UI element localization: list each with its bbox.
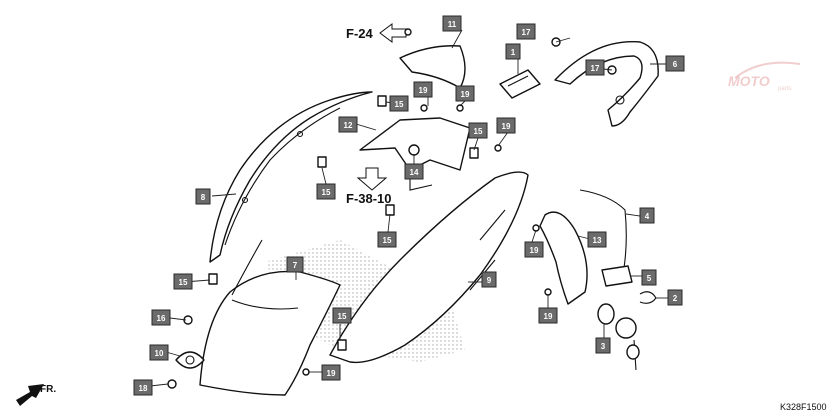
callout-part-1: 1	[505, 43, 521, 60]
part-6-grab-rail	[554, 40, 659, 127]
callout-part-15f: 15	[332, 307, 352, 324]
svg-text:15: 15	[474, 127, 483, 136]
part-2-spring	[639, 291, 657, 304]
callouts: 11 17 6 1 17 19 15 19 12 15 19 14 15 8 4…	[133, 15, 685, 396]
callout-part-3: 3	[595, 337, 611, 354]
ref-f24-label: F-24	[346, 26, 374, 41]
diagram-code: K328F1500	[780, 402, 827, 412]
callout-part-19c: 19	[496, 117, 516, 134]
part-12-center-panel	[359, 117, 471, 191]
part-9-right-cover	[329, 171, 529, 364]
svg-text:4: 4	[645, 212, 650, 221]
part-3-lock-cylinder	[597, 303, 640, 371]
callout-part-15b: 15	[468, 122, 488, 139]
svg-text:19: 19	[530, 246, 539, 255]
svg-text:19: 19	[461, 90, 470, 99]
callout-part-7: 7	[286, 256, 304, 273]
svg-text:10: 10	[155, 349, 164, 358]
svg-text:19: 19	[419, 86, 428, 95]
callout-part-12: 12	[338, 116, 358, 133]
watermark-brand: MOTO	[728, 73, 770, 89]
part-5-clip	[601, 265, 633, 287]
callout-part-19f: 19	[321, 364, 341, 381]
part-4-cable	[579, 189, 627, 269]
svg-text:15: 15	[383, 236, 392, 245]
callout-part-14: 14	[404, 163, 424, 180]
callout-part-15c: 15	[316, 183, 336, 200]
svg-text:8: 8	[201, 193, 206, 202]
callout-part-5: 5	[641, 269, 657, 286]
callout-part-4: 4	[639, 207, 655, 224]
svg-text:7: 7	[293, 261, 298, 270]
callout-part-17: 17	[516, 23, 536, 40]
callout-part-13: 13	[587, 231, 607, 248]
svg-text:12: 12	[344, 121, 353, 130]
callout-part-18: 18	[133, 379, 153, 396]
ref-f3810: F-38-10	[346, 167, 392, 206]
svg-text:5: 5	[647, 274, 652, 283]
svg-text:17: 17	[591, 64, 600, 73]
callout-part-9: 9	[481, 271, 497, 288]
svg-text:14: 14	[410, 168, 419, 177]
callout-part-19e: 19	[538, 307, 558, 324]
svg-text:15: 15	[395, 100, 404, 109]
callout-part-10: 10	[149, 344, 169, 361]
callout-part-19b: 19	[455, 85, 475, 102]
part-10-grommet	[175, 351, 205, 369]
part-13-bracket	[539, 211, 588, 305]
svg-text:3: 3	[601, 342, 606, 351]
svg-text:15: 15	[338, 312, 347, 321]
svg-text:15: 15	[322, 188, 331, 197]
fasteners	[167, 28, 617, 389]
part-8-side-cover	[209, 91, 373, 263]
callout-part-19d: 19	[524, 241, 544, 258]
callout-part-16: 16	[151, 309, 171, 326]
svg-text:6: 6	[673, 60, 678, 69]
part-7-front-cover	[199, 239, 341, 396]
part-11-top-cover	[399, 45, 466, 89]
callout-part-17b: 17	[585, 59, 605, 76]
callout-part-15e: 15	[173, 273, 193, 290]
callout-part-8: 8	[195, 188, 211, 205]
svg-text:15: 15	[179, 278, 188, 287]
svg-text:19: 19	[544, 312, 553, 321]
callout-part-15d: 15	[377, 231, 397, 248]
callout-part-19: 19	[413, 81, 433, 98]
svg-text:16: 16	[157, 314, 166, 323]
watermark-sub: parts	[778, 86, 791, 92]
svg-text:18: 18	[139, 384, 148, 393]
ref-f3810-label: F-38-10	[346, 191, 392, 206]
svg-text:11: 11	[448, 20, 457, 29]
svg-text:9: 9	[487, 276, 492, 285]
callout-part-11: 11	[442, 15, 462, 32]
svg-text:13: 13	[593, 236, 602, 245]
watermark-logo: MOTO parts	[728, 61, 801, 92]
svg-text:2: 2	[673, 294, 678, 303]
part-1-reflector	[499, 69, 541, 99]
callout-part-2: 2	[667, 289, 683, 306]
callout-part-15: 15	[389, 95, 409, 112]
ref-f24: F-24	[346, 23, 407, 43]
svg-text:1: 1	[511, 48, 516, 57]
svg-text:17: 17	[522, 28, 531, 37]
callout-part-6: 6	[665, 55, 685, 72]
svg-text:19: 19	[502, 122, 511, 131]
front-label: FR.	[40, 384, 56, 395]
front-direction-arrow: FR.	[16, 384, 56, 406]
svg-text:19: 19	[327, 369, 336, 378]
